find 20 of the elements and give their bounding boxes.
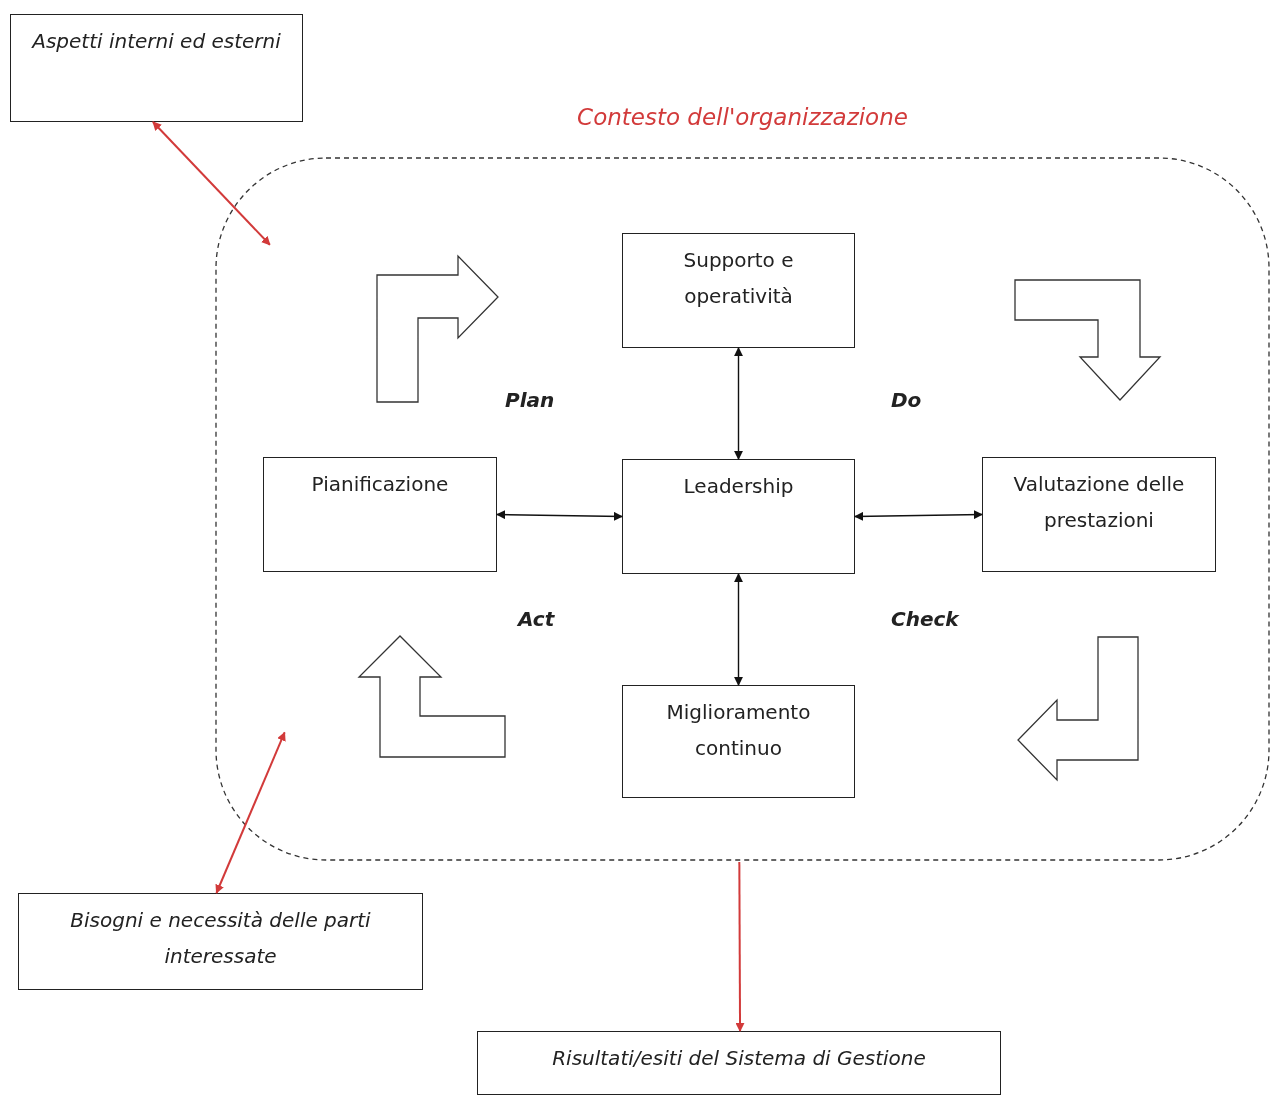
process-box: Miglioramento continuo: [622, 685, 855, 798]
arrow: [734, 347, 743, 460]
process-box: Pianificazione: [263, 457, 497, 572]
phase-label: Plan: [505, 388, 555, 412]
note-box: Bisogni e necessità delle parti interessate: [18, 893, 423, 990]
arrow: [734, 573, 743, 686]
phase-label: Do: [891, 388, 922, 412]
process-box: Supporto e operatività: [622, 233, 855, 348]
arrow: [496, 510, 623, 521]
arrow: [854, 510, 983, 521]
arrow: [735, 861, 745, 1032]
note-box: Aspetti interni ed esterni: [10, 14, 303, 122]
process-box: Valutazione delle prestazioni: [982, 457, 1216, 572]
arrow: [152, 121, 271, 246]
note-box: Risultati/esiti del Sistema di Gestione: [477, 1031, 1001, 1095]
arrow: [215, 731, 286, 894]
phase-label: Check: [891, 607, 959, 631]
phase-label: Act: [518, 607, 555, 631]
process-box: Leadership: [622, 459, 855, 574]
region-title: Contesto dell'organizzazione: [576, 104, 909, 130]
